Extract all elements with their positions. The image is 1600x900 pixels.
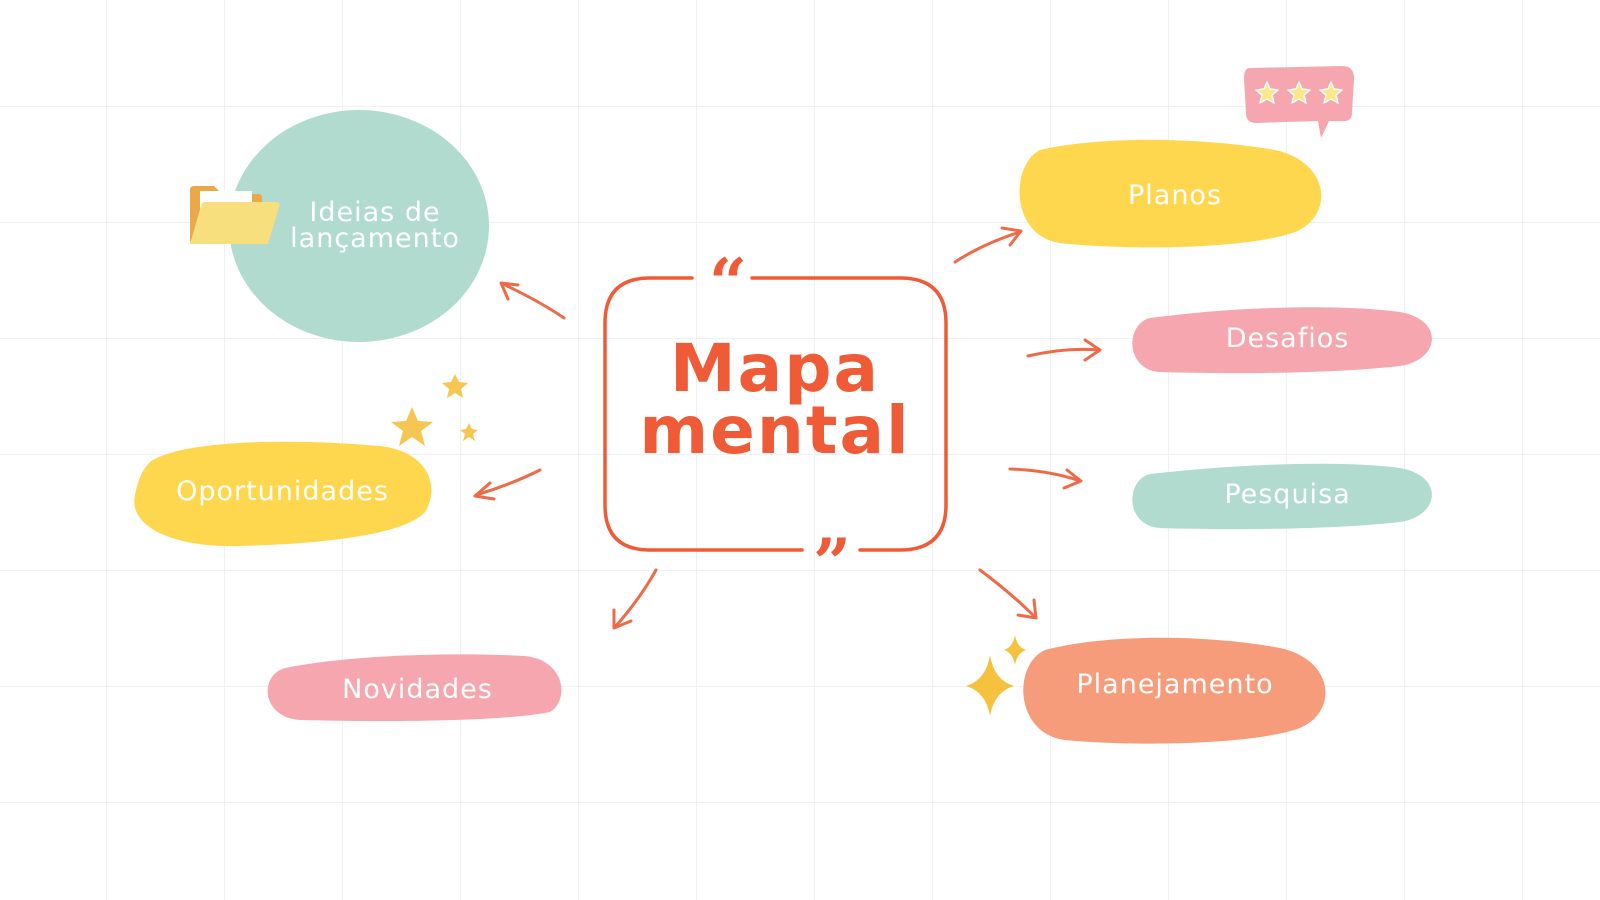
node-ideias-label-line-2: lançamento [290, 223, 460, 254]
arrow-to-planejamento [978, 568, 1038, 620]
arrow-to-desafios [1026, 338, 1102, 362]
node-ideias-label[interactable]: Ideias de lançamento [275, 197, 475, 254]
arrow-to-planos [953, 226, 1023, 264]
node-desafios-shape[interactable] [1132, 307, 1432, 374]
center-title-line-1: Mapa [670, 330, 880, 407]
stars-icon [391, 374, 478, 446]
node-pesquisa-label[interactable]: Pesquisa [1224, 479, 1351, 510]
node-desafios-label[interactable]: Desafios [1225, 323, 1350, 354]
sparkle-icon [966, 635, 1026, 716]
center-title-line-2: mental [639, 392, 911, 469]
node-ideias-shape[interactable] [229, 110, 489, 342]
node-planejamento-label[interactable]: Planejamento [1076, 669, 1274, 700]
arrow-to-oportunidades [473, 468, 542, 501]
node-planos-shape[interactable] [1019, 139, 1322, 248]
arrow-to-ideias [499, 281, 566, 320]
close-quote-mark: ” [813, 524, 851, 602]
node-oportunidades-label[interactable]: Oportunidades [176, 476, 389, 507]
arrow-to-pesquisa [1008, 467, 1083, 490]
node-novidades-label[interactable]: Novidades [342, 674, 493, 705]
arrow-to-novidades [612, 568, 658, 630]
center-frame [603, 276, 948, 552]
node-planejamento-shape[interactable] [1023, 637, 1326, 744]
node-novidades-shape[interactable] [267, 654, 562, 722]
rating-speech-bubble-icon [1244, 66, 1354, 138]
node-planos-label[interactable]: Planos [1127, 180, 1223, 211]
center-title: Mapa mental [600, 330, 950, 469]
folder-icon [190, 186, 280, 244]
open-quote-mark: “ [709, 244, 747, 322]
node-pesquisa-shape[interactable] [1132, 463, 1432, 530]
node-ideias-label-line-1: Ideias de [309, 197, 441, 228]
node-oportunidades-shape[interactable] [134, 441, 432, 547]
